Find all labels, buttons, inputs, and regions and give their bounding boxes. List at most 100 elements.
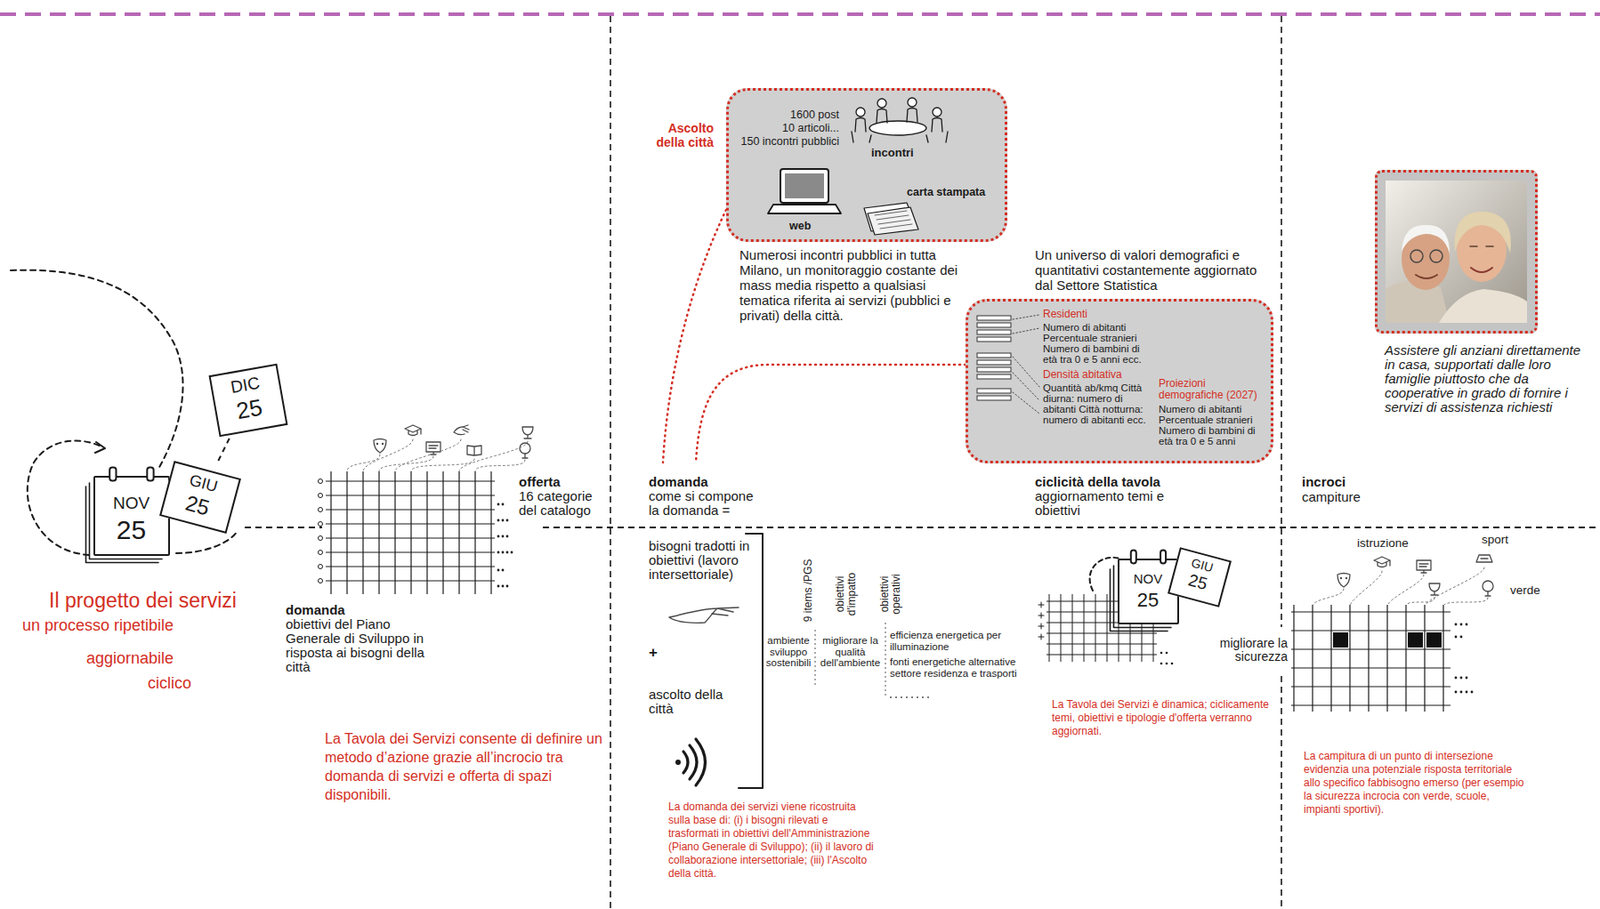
continuation-dot — [1465, 677, 1469, 680]
annotation-text: sport — [1481, 533, 1509, 548]
grid-line — [1386, 605, 1388, 712]
calendar-ring — [146, 468, 154, 482]
node-text: Numero di abitanti Percentuale stranieri… — [1158, 404, 1268, 447]
node-text: carta stampata — [906, 185, 986, 199]
row-marker — [318, 536, 324, 542]
annotation-text: Il progetto dei servizi — [48, 589, 237, 613]
screen-icon — [426, 442, 441, 455]
icon-leader — [1312, 589, 1344, 607]
grid-line — [346, 471, 348, 595]
icon-leader — [459, 441, 528, 472]
mask-icon — [1337, 573, 1350, 589]
dashed-connector — [218, 436, 230, 461]
data-bar — [977, 374, 1011, 380]
annotation-text: fonti energetiche alternative settore re… — [889, 656, 1043, 679]
row-marker — [318, 493, 324, 499]
person-head — [907, 97, 917, 107]
mask-eye — [1345, 577, 1348, 580]
annotation-text: istruzione — [1357, 536, 1409, 551]
continuation-dot — [1470, 691, 1474, 695]
node-text: NOV — [99, 493, 163, 514]
grid-line — [1330, 605, 1332, 712]
icon-leader — [1443, 597, 1488, 607]
calendar-ring — [1131, 550, 1137, 565]
annotation-text: 9 items /PGS — [802, 553, 816, 629]
grid-line — [1095, 594, 1097, 663]
grid-line — [1367, 605, 1369, 712]
top-dashed-rule — [0, 12, 1600, 17]
man-glasses — [1410, 250, 1423, 263]
woman-smile — [1470, 267, 1493, 273]
continuation-dot — [501, 551, 505, 555]
screen-outline — [426, 442, 441, 455]
annotation-text: ciclico — [147, 674, 192, 694]
table-separator — [885, 622, 887, 696]
woman-eyes — [1470, 245, 1494, 248]
grid-line — [1405, 605, 1407, 712]
continuation-dot — [1165, 662, 1169, 666]
cup-outline — [1429, 583, 1440, 596]
continuation-dot — [497, 503, 501, 507]
continuation-dot — [1460, 623, 1463, 627]
node-text: Densità abitativa — [1042, 369, 1123, 382]
grid-line — [1107, 594, 1108, 663]
data-bar — [977, 367, 1011, 372]
grid-line — [330, 471, 332, 595]
annotation-text: come si compone la domanda = — [648, 489, 760, 518]
continuation-dot — [1454, 691, 1458, 695]
continuation-dot — [1465, 691, 1469, 695]
data-bar — [977, 323, 1011, 328]
book-outline — [467, 445, 482, 456]
calendar-page-stack — [89, 483, 163, 560]
row-divider — [542, 526, 1600, 529]
newspaper-lines — [874, 210, 913, 229]
tree-trunk — [522, 453, 528, 459]
cup-icon — [522, 427, 534, 439]
annotation-text: Un universo di valori demografici e quan… — [1034, 247, 1269, 293]
column-divider — [609, 16, 612, 909]
continuation-dot — [1454, 623, 1458, 627]
grid-line — [1072, 594, 1074, 663]
row-marker — [318, 579, 324, 584]
sound-source — [675, 759, 681, 766]
cycle-arrowhead — [95, 442, 106, 453]
data-bar — [977, 388, 1011, 394]
grid-line — [1060, 594, 1062, 663]
continuation-dot — [501, 535, 505, 539]
grid-line — [1046, 654, 1157, 656]
mask-outline — [1337, 573, 1350, 589]
bracket — [738, 533, 763, 789]
grid-line — [1291, 648, 1451, 650]
node-text: Quantità ab/kmq Città diurna: numero di … — [1042, 382, 1154, 426]
row-marker — [318, 479, 324, 485]
node-text: Numero di abitanti Percentuale stranieri… — [1042, 322, 1154, 365]
person-body — [855, 118, 866, 133]
tree-icon — [1482, 581, 1494, 597]
laptop-display — [784, 173, 825, 199]
annotation-text: La campitura di un punto di intersezione… — [1303, 750, 1527, 817]
plus-tick — [1038, 623, 1044, 630]
continuation-dot — [1460, 677, 1463, 680]
annotation-text: efficienza energetica per illuminazione — [889, 630, 1006, 653]
data-bar — [977, 330, 1011, 335]
person-body — [876, 109, 888, 124]
cycle-dashed-curve — [1090, 557, 1120, 591]
annotation-text: Numerosi incontri pubblici in tutta Mila… — [739, 247, 980, 324]
grid-line — [1046, 633, 1157, 635]
annotation-text: un processo ripetibile — [22, 616, 174, 636]
grid-line — [325, 480, 495, 482]
man-smile — [1415, 274, 1438, 279]
node-text: incontri — [871, 146, 914, 161]
icon-leader — [411, 459, 475, 472]
dotted-link — [1012, 372, 1040, 401]
annotation-text: domanda — [285, 602, 346, 618]
grid-line — [1046, 644, 1157, 646]
filled-intersection — [1426, 632, 1442, 648]
grid-line — [1291, 630, 1451, 631]
continuation-dot — [1171, 662, 1174, 666]
continuation-dot — [1160, 662, 1164, 666]
red-dotted-leader — [695, 364, 966, 463]
calendar: NOV25 — [93, 476, 170, 557]
grid-line — [458, 471, 460, 595]
